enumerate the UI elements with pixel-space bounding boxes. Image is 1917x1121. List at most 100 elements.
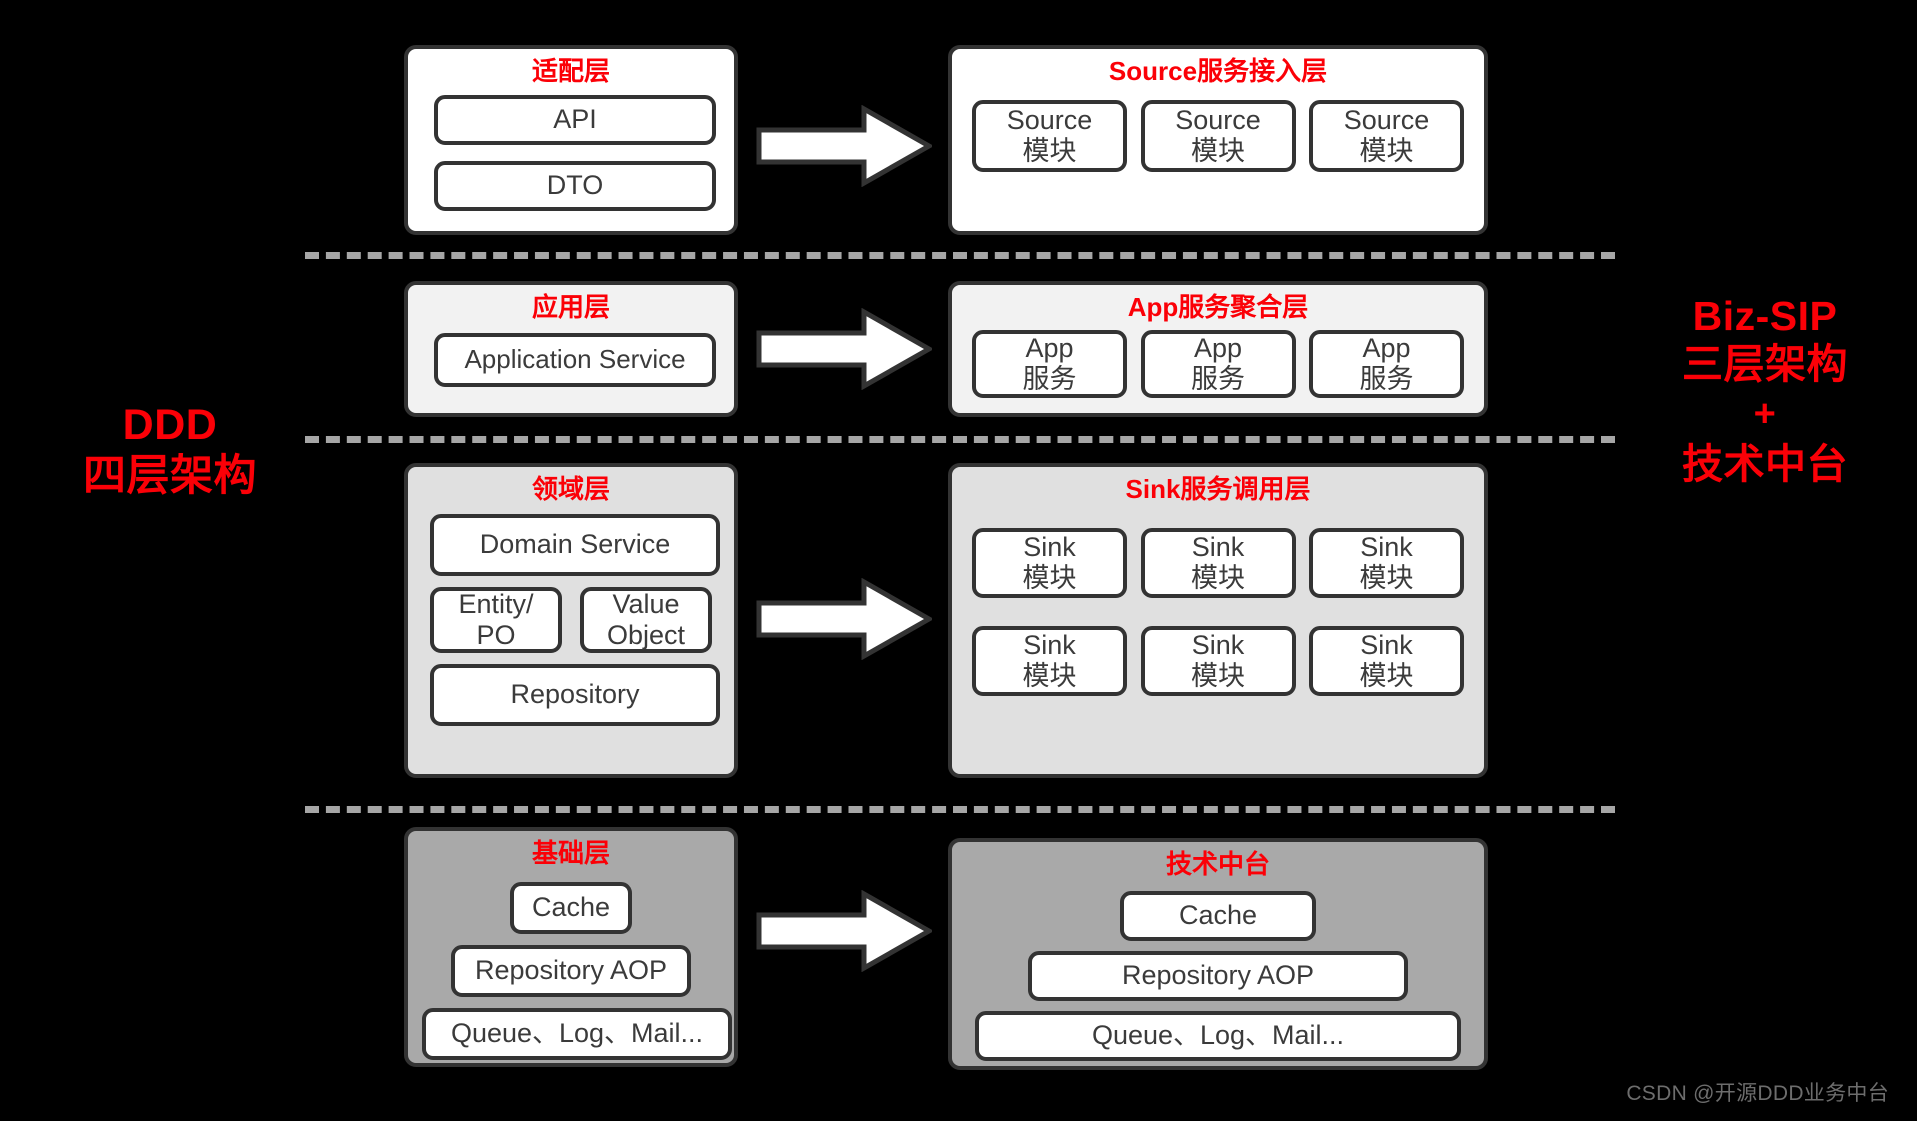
- node-sink-module-6-line2: 模块: [1359, 660, 1414, 691]
- node-sink-module-4[interactable]: Sink 模块: [972, 625, 1127, 696]
- node-app-service-2-line1: App: [1193, 333, 1243, 364]
- node-sink-module-2[interactable]: Sink 模块: [1140, 527, 1296, 598]
- node-source-module-1[interactable]: Source 模块: [972, 99, 1127, 172]
- node-app-service-1-line2: 服务: [1022, 363, 1077, 394]
- node-application-service[interactable]: Application Service: [434, 332, 716, 387]
- node-api-label: API: [553, 104, 597, 135]
- node-source-module-3-line2: 模块: [1359, 135, 1414, 166]
- node-entity-po[interactable]: Entity/ PO: [430, 586, 562, 653]
- panel-sink-invocation-layer[interactable]: Sink服务调用层 Sink 模块 Sink 模块 Sink 模块 Sink 模…: [948, 463, 1488, 778]
- node-value-object-line2: Object: [606, 619, 686, 650]
- node-api[interactable]: API: [434, 94, 716, 145]
- panel-domain-layer[interactable]: 领域层 Domain Service Entity/ PO Value Obje…: [404, 463, 738, 778]
- node-entity-po-line1: Entity/: [458, 589, 534, 620]
- node-platform-cache-label: Cache: [1178, 900, 1258, 931]
- arrow-infrastructure-to-platform: [756, 889, 935, 973]
- node-platform-repository-aop[interactable]: Repository AOP: [1028, 950, 1408, 1001]
- node-infra-repository-aop-label: Repository AOP: [474, 955, 668, 986]
- node-sink-module-1-line2: 模块: [1022, 562, 1077, 593]
- bizsip-caption-line2: 三层架构: [1682, 341, 1848, 388]
- node-sink-module-3-line1: Sink: [1360, 532, 1413, 563]
- divider-application-domain: [305, 436, 1615, 443]
- panel-title-sink-invocation: Sink服务调用层: [1125, 474, 1311, 504]
- panel-title-tech-platform: 技术中台: [1165, 849, 1270, 879]
- panel-adapter-layer[interactable]: 适配层 API DTO: [404, 45, 738, 235]
- bizsip-caption-line3: 技术中台: [1682, 441, 1848, 488]
- ddd-architecture-caption: DDD 四层架构: [30, 400, 310, 501]
- node-sink-module-1-line1: Sink: [1023, 532, 1076, 563]
- ddd-caption-line2: 四层架构: [83, 451, 257, 500]
- arrow-right-icon: [756, 104, 935, 188]
- node-sink-module-3-line2: 模块: [1359, 562, 1414, 593]
- node-repository-label: Repository: [510, 679, 640, 710]
- divider-domain-infrastructure: [305, 806, 1615, 813]
- node-dto[interactable]: DTO: [434, 160, 716, 211]
- panel-title-domain: 领域层: [531, 474, 610, 504]
- arrow-right-icon: [756, 577, 935, 661]
- node-sink-module-2-line1: Sink: [1191, 532, 1245, 563]
- node-app-service-2[interactable]: App 服务: [1140, 329, 1296, 398]
- panel-app-aggregation-layer[interactable]: App服务聚合层 App 服务 App 服务 App 服务: [948, 281, 1488, 417]
- node-source-module-3-line1: Source: [1343, 105, 1430, 136]
- panel-tech-platform-layer[interactable]: 技术中台 Cache Repository AOP Queue、Log、Mail…: [948, 838, 1488, 1070]
- node-sink-module-4-line1: Sink: [1023, 630, 1076, 661]
- node-platform-queue-log-mail-label: Queue、Log、Mail...: [1091, 1020, 1345, 1051]
- panel-title-app-aggregation: App服务聚合层: [1127, 292, 1309, 322]
- arrow-adapter-to-source: [756, 104, 935, 188]
- node-source-module-1-line2: 模块: [1022, 135, 1077, 166]
- node-sink-module-4-line2: 模块: [1022, 660, 1077, 691]
- node-sink-module-1[interactable]: Sink 模块: [972, 527, 1127, 598]
- node-infra-cache-label: Cache: [531, 892, 611, 923]
- watermark-text: CSDN @开源DDD业务中台: [1626, 1082, 1889, 1105]
- node-source-module-2[interactable]: Source 模块: [1140, 99, 1296, 172]
- bizsip-architecture-caption: Biz-SIP 三层架构 + 技术中台: [1620, 292, 1910, 488]
- node-app-service-3-line2: 服务: [1359, 363, 1414, 394]
- node-app-service-3-line1: App: [1362, 333, 1411, 364]
- node-source-module-2-line1: Source: [1175, 105, 1261, 136]
- node-sink-module-5-line1: Sink: [1191, 630, 1245, 661]
- node-infra-queue-log-mail-label: Queue、Log、Mail...: [450, 1018, 704, 1049]
- node-app-service-1-line1: App: [1025, 333, 1074, 364]
- node-source-module-3[interactable]: Source 模块: [1309, 99, 1464, 172]
- node-sink-module-6-line1: Sink: [1360, 630, 1413, 661]
- node-value-object[interactable]: Value Object: [580, 586, 712, 653]
- node-source-module-2-line2: 模块: [1191, 135, 1245, 166]
- node-entity-po-line2: PO: [476, 619, 516, 650]
- node-sink-module-3[interactable]: Sink 模块: [1309, 527, 1464, 598]
- node-sink-module-5[interactable]: Sink 模块: [1140, 625, 1296, 696]
- panel-application-layer[interactable]: 应用层 Application Service: [404, 281, 738, 417]
- panel-title-infrastructure: 基础层: [531, 838, 610, 868]
- ddd-caption-line1: DDD: [122, 401, 218, 449]
- node-dto-label: DTO: [546, 170, 604, 201]
- node-sink-module-5-line2: 模块: [1191, 660, 1245, 691]
- node-domain-service-label: Domain Service: [479, 529, 671, 560]
- bizsip-caption-line1: Biz-SIP: [1692, 293, 1838, 339]
- panel-title-application: 应用层: [531, 292, 610, 322]
- panel-title-adapter: 适配层: [531, 56, 610, 86]
- node-infra-queue-log-mail[interactable]: Queue、Log、Mail...: [422, 1007, 732, 1060]
- panel-title-source-access: Source服务接入层: [1108, 56, 1328, 86]
- node-app-service-1[interactable]: App 服务: [972, 329, 1127, 398]
- node-sink-module-2-line2: 模块: [1191, 562, 1245, 593]
- arrow-domain-to-sink: [756, 577, 935, 661]
- divider-adapter-application: [305, 252, 1615, 259]
- panel-source-access-layer[interactable]: Source服务接入层 Source 模块 Source 模块 Source 模…: [948, 45, 1488, 235]
- node-source-module-1-line1: Source: [1006, 105, 1093, 136]
- node-platform-repository-aop-label: Repository AOP: [1121, 960, 1315, 991]
- node-domain-service[interactable]: Domain Service: [430, 513, 720, 576]
- arrow-right-icon: [756, 889, 935, 973]
- arrow-application-to-app: [756, 307, 935, 391]
- node-platform-queue-log-mail[interactable]: Queue、Log、Mail...: [975, 1010, 1461, 1061]
- node-app-service-2-line2: 服务: [1191, 363, 1245, 394]
- node-sink-module-6[interactable]: Sink 模块: [1309, 625, 1464, 696]
- node-repository[interactable]: Repository: [430, 663, 720, 726]
- node-value-object-line1: Value: [612, 589, 680, 620]
- node-infra-cache[interactable]: Cache: [510, 881, 632, 934]
- node-application-service-label: Application Service: [464, 344, 686, 375]
- node-infra-repository-aop[interactable]: Repository AOP: [451, 944, 691, 997]
- panel-infrastructure-layer[interactable]: 基础层 Cache Repository AOP Queue、Log、Mail.…: [404, 827, 738, 1067]
- bizsip-caption-plus: +: [1753, 392, 1777, 435]
- node-app-service-3[interactable]: App 服务: [1309, 329, 1464, 398]
- node-platform-cache[interactable]: Cache: [1120, 890, 1316, 941]
